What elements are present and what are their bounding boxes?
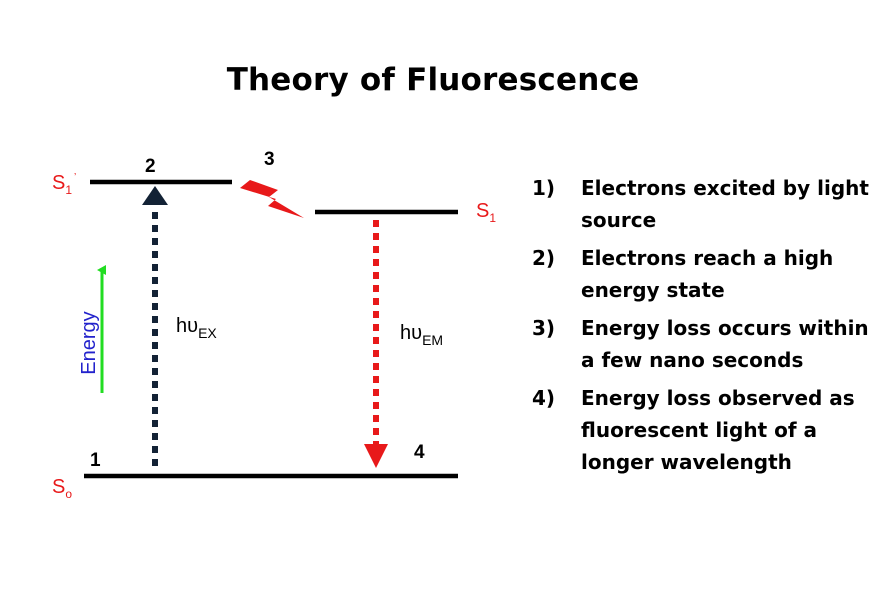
list-item: 4) Energy loss observed as fluorescent l… <box>532 382 877 478</box>
excitation-arrowhead <box>142 186 168 205</box>
emission-label: hυEM <box>400 322 443 348</box>
s0-label: So <box>52 476 72 501</box>
step-number: 4) <box>532 386 556 410</box>
step-text: Energy loss observed as fluorescent ligh… <box>581 386 855 474</box>
marker-3: 3 <box>264 149 275 170</box>
step-text: Energy loss occurs within a few nano sec… <box>581 316 869 372</box>
list-item: 1) Electrons excited by light source <box>532 172 877 236</box>
emission-arrowhead <box>364 444 388 468</box>
step-number: 1) <box>532 176 556 200</box>
step-number: 3) <box>532 316 556 340</box>
lightning-bolt-icon <box>240 180 304 218</box>
s1-prime-label: S1’ <box>52 172 76 197</box>
list-item: 3) Energy loss occurs within a few nano … <box>532 312 877 376</box>
excitation-label: hυEX <box>176 315 217 341</box>
marker-1: 1 <box>90 450 101 471</box>
energy-label: Energy <box>78 311 100 374</box>
s1-label: S1 <box>476 200 496 225</box>
page-title: Theory of Fluorescence <box>226 62 640 98</box>
marker-2: 2 <box>145 156 156 177</box>
list-item: 2) Electrons reach a high energy state <box>532 242 877 306</box>
step-text: Electrons excited by light source <box>581 176 869 232</box>
step-number: 2) <box>532 246 556 270</box>
step-text: Electrons reach a high energy state <box>581 246 834 302</box>
marker-4: 4 <box>414 442 425 463</box>
steps-list: 1) Electrons excited by light source 2) … <box>532 172 877 484</box>
